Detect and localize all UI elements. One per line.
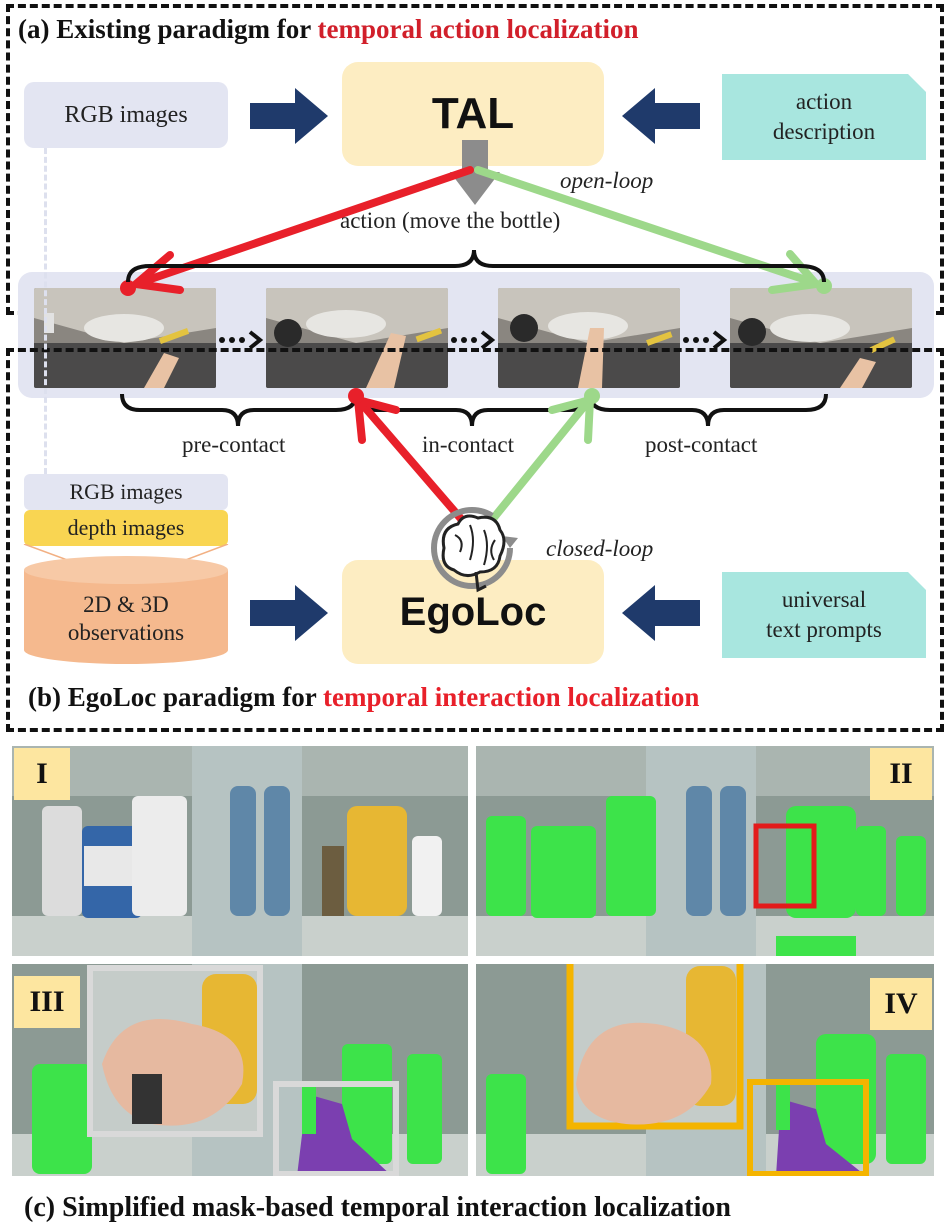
panel-II: II — [476, 746, 934, 956]
navy-arrow-desc-to-tal — [622, 88, 700, 144]
section-c-title: (c) Simplified mask-based temporal inter… — [24, 1192, 731, 1223]
note-line-1: action — [795, 89, 853, 114]
red-arrow-bottom-shaft — [358, 400, 466, 524]
observations-label: 2D & 3D observations — [24, 586, 228, 652]
panel-I-image — [12, 746, 468, 956]
left-dashed-connector — [44, 148, 47, 474]
panel-III-image — [12, 964, 468, 1176]
prompt-line-2: text prompts — [766, 617, 882, 642]
observations-cylinder — [23, 544, 229, 664]
egoloc-model-label: EgoLoc — [399, 589, 547, 634]
panel-I: I — [12, 746, 468, 956]
navy-arrow-obs-to-egoloc — [250, 585, 328, 641]
video-frame-3 — [498, 288, 680, 388]
section-a-prefix: (a) Existing paradigm for — [18, 14, 318, 44]
navy-arrow-prompt-to-egoloc — [622, 585, 700, 641]
panel-III-label: III — [14, 976, 80, 1028]
navy-arrow-rgb-to-tal — [250, 88, 328, 144]
green-arrow-top-shaft — [474, 166, 816, 286]
stack-depth-label: depth images — [67, 515, 185, 540]
action-description-note: action description — [722, 74, 926, 160]
note-line-2: description — [772, 119, 876, 144]
green-dot-bottom — [584, 388, 600, 404]
tal-model-box: TAL — [342, 62, 604, 166]
frame-connector-3 — [683, 330, 728, 350]
green-dot-top — [816, 278, 832, 294]
text-prompts-note: universal text prompts — [722, 572, 926, 658]
frame-3-image — [498, 288, 680, 388]
red-arrow-top-shaft — [138, 166, 474, 286]
section-b-prefix: (b) EgoLoc paradigm for — [28, 682, 323, 712]
phase-label-post-contact: post-contact — [645, 432, 758, 457]
section-b-highlight: temporal interaction localization — [323, 682, 700, 712]
brain-loop-icon — [431, 507, 518, 593]
panel-I-label: I — [14, 748, 70, 800]
brace-pre-contact — [120, 393, 358, 427]
open-loop-label: open-loop — [560, 168, 654, 193]
section-b-frame — [6, 348, 944, 732]
panel-IV: IV — [476, 964, 934, 1176]
egoloc-model-box: EgoLoc — [342, 560, 604, 664]
green-arrow-bottom-shaft — [488, 400, 590, 524]
obs-line-1: 2D & 3D — [83, 592, 169, 617]
phase-label-in-contact: in-contact — [422, 432, 514, 457]
obs-line-2: observations — [67, 620, 185, 645]
red-dot-top — [120, 280, 136, 296]
section-a-title: (a) Existing paradigm for temporal actio… — [18, 14, 638, 45]
section-a-highlight: temporal action localization — [317, 14, 639, 44]
action-label: action (move the bottle) — [340, 208, 561, 233]
panel-II-image — [476, 746, 934, 956]
rgb-input-label: RGB images — [64, 101, 188, 128]
rgb-input-chip: RGB images — [24, 82, 228, 148]
frame-connector-2 — [451, 330, 496, 350]
brace-post-contact — [588, 393, 828, 427]
red-dot-bottom — [348, 388, 364, 404]
stack-rgb-label: RGB images — [69, 479, 183, 504]
closed-loop-label: closed-loop — [546, 536, 654, 561]
panel-III: III — [12, 964, 468, 1176]
section-b-title: (b) EgoLoc paradigm for temporal interac… — [28, 682, 699, 713]
frame-connector-1 — [219, 330, 264, 350]
prompt-line-1: universal — [781, 587, 867, 612]
stack-depth-chip: depth images — [24, 510, 228, 546]
top-brace — [126, 249, 826, 283]
panel-IV-image — [476, 964, 934, 1176]
panel-IV-label: IV — [870, 978, 932, 1030]
phase-label-pre-contact: pre-contact — [182, 432, 286, 457]
tal-model-label: TAL — [431, 89, 515, 138]
diagram-arrows-overlay — [120, 88, 832, 641]
stack-rgb-chip: RGB images — [24, 474, 228, 510]
panel-II-label: II — [870, 748, 932, 800]
